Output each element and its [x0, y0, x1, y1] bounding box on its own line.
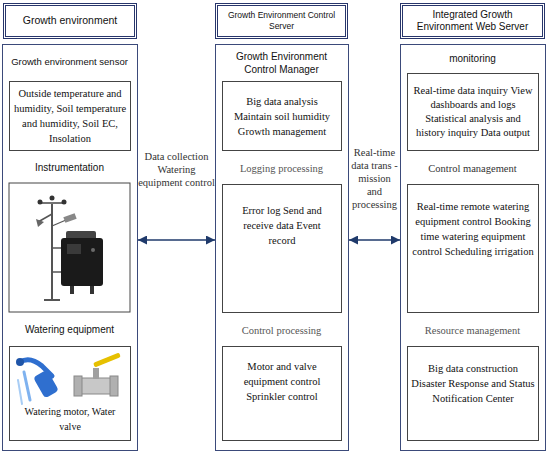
box-text: Watering motor, Water valve: [13, 404, 127, 434]
section-heading: Resource management: [405, 324, 541, 337]
content-box: Motor and valve equipment control Sprink…: [222, 346, 342, 441]
content-box: Big data analysis Maintain soil humidity…: [222, 81, 342, 151]
box-text: Motor and valve equipment control Sprink…: [226, 359, 338, 404]
weather-station-illustration: [36, 196, 103, 301]
section-heading: Logging processing: [220, 162, 344, 175]
box-text: Error log Send and receive data Event re…: [232, 203, 332, 248]
content-box: Error log Send and receive data Event re…: [222, 184, 342, 313]
column-box: Outside temperature and humidity, Soil t…: [2, 44, 138, 451]
double-arrow: [138, 239, 215, 241]
section-heading: Growth Environment Control Manager: [227, 51, 337, 76]
box-title: Growth Environment Control Server: [222, 10, 341, 31]
box-text: Real-time remote watering equipment cont…: [411, 199, 535, 259]
column-box: Big data analysis Maintain soil humidity…: [215, 44, 349, 451]
content-box: Real-time remote watering equipment cont…: [407, 184, 539, 313]
double-arrow: [349, 239, 400, 241]
content-box: Watering motor, Water valve: [9, 346, 131, 441]
instrument-frame: [9, 183, 130, 312]
section-heading: Control management: [405, 162, 541, 175]
column-box: Real-time data inquiry View dashboards a…: [400, 44, 546, 451]
box-text: Big data analysis Maintain soil humidity…: [226, 94, 338, 139]
section-heading: Growth environment sensor: [7, 56, 133, 68]
box-title: Growth environment: [23, 14, 118, 27]
pump-illustration: [16, 358, 59, 404]
header-box: Growth environment: [3, 3, 137, 39]
box-text: Outside temperature and humidity, Soil t…: [13, 86, 127, 146]
content-box: Big data construction Disaster Response …: [407, 346, 539, 441]
box-text: Big data construction Disaster Response …: [411, 361, 535, 406]
edge-label: Data collection Watering equipment contr…: [136, 150, 218, 189]
section-heading: Watering equipment: [7, 324, 133, 337]
section-heading: Control processing: [220, 324, 344, 337]
valve-illustration: [74, 352, 121, 396]
header-box: Integrated Growth Environment Web Server: [400, 3, 545, 39]
content-box: Real-time data inquiry View dashboards a…: [407, 73, 539, 151]
content-box: Outside temperature and humidity, Soil t…: [9, 81, 131, 151]
section-heading: Instrumentation: [7, 162, 133, 175]
edge-label: Real-time data trans -mission and proces…: [350, 146, 400, 211]
box-text: Real-time data inquiry View dashboards a…: [411, 84, 535, 140]
header-box: Growth Environment Control Server: [215, 3, 348, 39]
section-heading: monitoring: [405, 53, 541, 66]
box-title: Integrated Growth Environment Web Server: [407, 9, 538, 34]
